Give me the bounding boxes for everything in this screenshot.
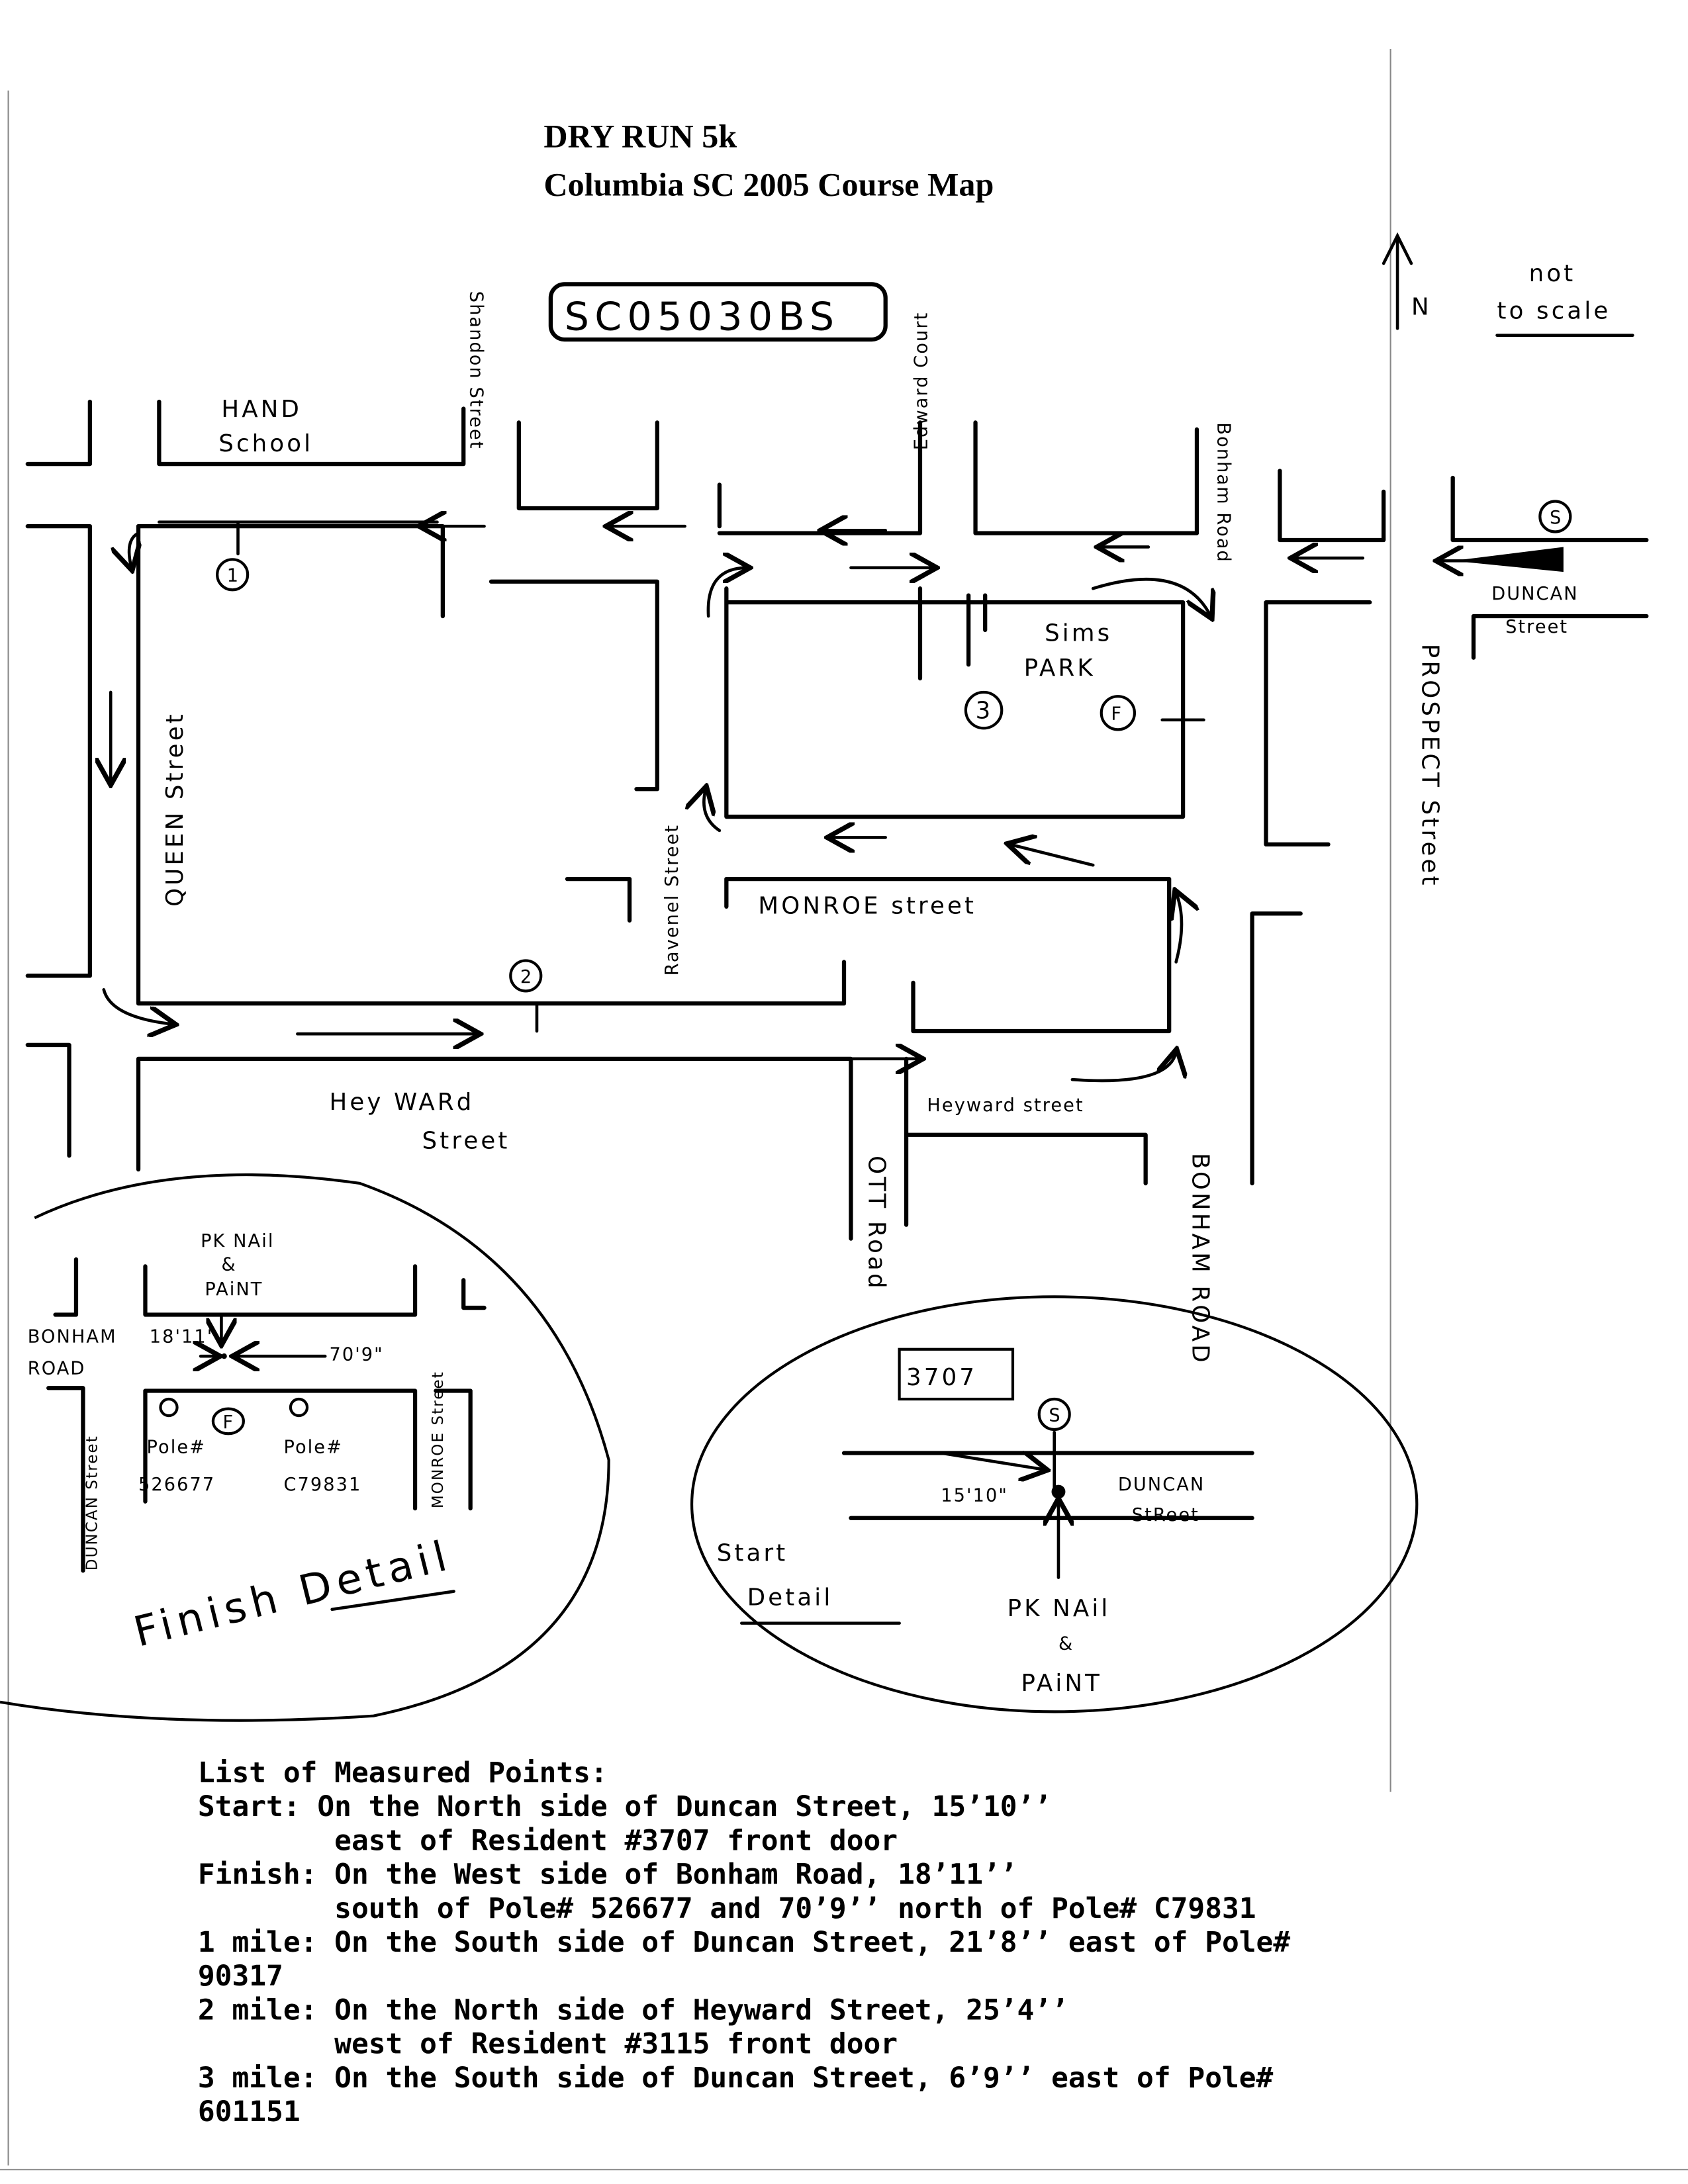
- measured-point-line: 1 mile: On the South side of Duncan Stre…: [198, 1926, 1290, 1959]
- course-id: SC05030BS: [565, 294, 840, 339]
- measured-points-list: List of Measured Points: Start: On the N…: [198, 1756, 1290, 2128]
- start-flag-icon: [1452, 547, 1564, 572]
- measured-point-line: 3 mile: On the South side of Duncan Stre…: [198, 2062, 1274, 2095]
- label-queen-street: QUEEN Street: [162, 711, 189, 907]
- north-arrow-icon: [1382, 232, 1413, 330]
- start-detail-title-2: Detail: [747, 1584, 833, 1611]
- measured-point-line: 90317: [198, 1960, 283, 1993]
- measured-point-line: 601151: [198, 2095, 301, 2128]
- finish-distance-south: 18'11": [150, 1326, 217, 1347]
- mile-1-label: 1: [227, 566, 240, 586]
- mile-2-label: 2: [520, 967, 533, 987]
- label-heyward-street-left-1: Hey WARd: [329, 1089, 474, 1116]
- finish-monroe-street: MONROE Street: [430, 1371, 447, 1508]
- finish-pk-nail-3: PAiNT: [205, 1279, 263, 1300]
- finish-pole1-number: 526677: [138, 1475, 215, 1495]
- start-pk-nail-2: &: [1058, 1633, 1074, 1654]
- label-hand-school-2: School: [218, 430, 313, 457]
- finish-duncan-street: DUNCAN Street: [83, 1435, 101, 1570]
- label-ott-road: OTT Road: [863, 1156, 890, 1291]
- map-title: DRY RUN 5k: [543, 117, 737, 154]
- label-hand-school-1: HAND: [221, 396, 302, 423]
- finish-pole2-label: Pole#: [283, 1437, 342, 1458]
- label-bonham-road-top: Bonham Road: [1213, 422, 1233, 563]
- mile-1-marker: 1: [216, 558, 250, 592]
- measured-points-heading: List of Measured Points:: [198, 1756, 608, 1790]
- start-house-number: 3707: [906, 1364, 977, 1391]
- finish-pole2-number: C79831: [283, 1475, 361, 1495]
- label-sims-park-1: Sims: [1045, 620, 1112, 647]
- finish-bonham-2: ROAD: [28, 1358, 86, 1379]
- label-duncan-street-2: Street: [1505, 617, 1568, 637]
- label-bonham-road-bottom: BONHAM ROAD: [1187, 1153, 1214, 1365]
- finish-detail-title: Finish Detail: [129, 1531, 457, 1657]
- measured-point-line: west of Resident #3115 front door: [198, 2028, 898, 2061]
- measured-point-line: south of Pole# 526677 and 70’9’’ north o…: [198, 1892, 1256, 1925]
- finish-pole1-label: Pole#: [147, 1437, 206, 1458]
- finish-bonham-1: BONHAM: [28, 1326, 117, 1347]
- mile-3-marker: 3: [964, 690, 1004, 730]
- start-distance: 15'10": [941, 1486, 1008, 1506]
- measured-point-line: east of Resident #3707 front door: [198, 1824, 898, 1857]
- label-shandon-street: Shandon Street: [466, 291, 487, 450]
- start-marker: S: [1538, 500, 1572, 533]
- start-street-2: StReet: [1132, 1505, 1199, 1525]
- start-marker-label: S: [1550, 508, 1562, 528]
- street-network: [25, 399, 1649, 1241]
- mile-3-label: 3: [976, 698, 994, 725]
- start-detail-title-1: Start: [717, 1540, 788, 1567]
- course-id-box: [548, 282, 888, 342]
- finish-marker-label: F: [1111, 704, 1123, 725]
- finish-pk-nail-1: PK NAil: [201, 1231, 274, 1251]
- finish-detail-inset: F PK NAil & PAiNT BONHAM ROAD 18'11" 70'…: [0, 1173, 610, 1722]
- start-pk-nail-1: PK NAil: [1008, 1595, 1111, 1622]
- label-edward-court: Edward Court: [911, 312, 931, 451]
- scale-note-line1: not: [1529, 260, 1576, 287]
- measured-point-line: Finish: On the West side of Bonham Road,…: [198, 1858, 1017, 1891]
- finish-marker: F: [1100, 695, 1137, 731]
- measured-point-line: Start: On the North side of Duncan Stree…: [198, 1790, 1051, 1823]
- label-heyward-street-left-2: Street: [422, 1128, 510, 1155]
- finish-distance-north: 70'9": [329, 1344, 383, 1365]
- label-ravenel-street: Ravenel Street: [662, 824, 682, 976]
- finish-pk-nail-2: &: [221, 1255, 236, 1275]
- label-prospect-street: PROSPECT Street: [1417, 644, 1444, 888]
- label-duncan-street-1: DUNCAN: [1491, 584, 1579, 604]
- scale-note-line2: to scale: [1497, 298, 1611, 325]
- start-detail-marker: S: [1049, 1405, 1061, 1426]
- start-detail-inset: 3707 S 15'10" DUNCAN StReet Start Detail…: [690, 1295, 1419, 1713]
- measured-point-line: 2 mile: On the North side of Heyward Str…: [198, 1993, 1068, 2026]
- start-pk-nail-3: PAiNT: [1021, 1670, 1102, 1697]
- route-arrows: [104, 522, 1564, 1083]
- label-heyward-street-right: Heyward street: [927, 1095, 1084, 1116]
- start-street-1: DUNCAN: [1118, 1475, 1205, 1495]
- finish-detail-marker: F: [223, 1412, 235, 1433]
- mile-2-marker: 2: [509, 959, 543, 993]
- map-subtitle: Columbia SC 2005 Course Map: [543, 166, 994, 203]
- north-label: N: [1411, 293, 1432, 320]
- label-sims-park-2: PARK: [1024, 655, 1096, 682]
- label-monroe-street: MONROE street: [758, 892, 976, 919]
